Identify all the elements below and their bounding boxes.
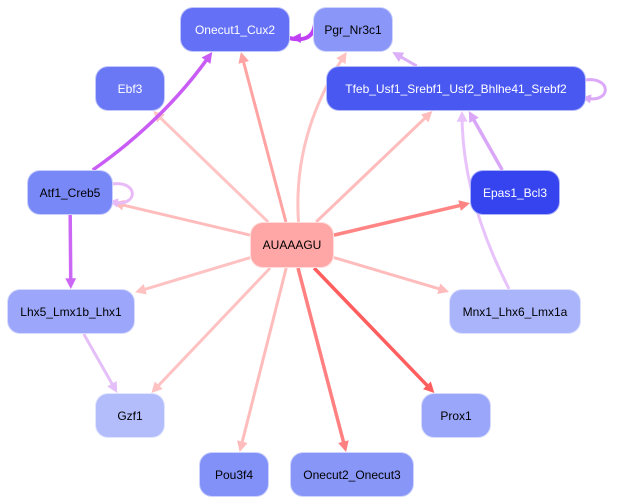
node-atf1-creb5[interactable]: Atf1_Creb5	[27, 170, 113, 215]
arrowhead	[135, 283, 147, 295]
edge-tfeb-usf1-srebf1-usf2-bhlhe41-srebf2-to-tfeb-usf1-srebf1-usf2-bhlhe41-srebf2	[581, 78, 607, 104]
arrowhead	[291, 33, 301, 43]
edge-line	[312, 266, 430, 388]
node-label: Pou3f4	[214, 467, 254, 482]
edge-auaaagu-to-onecut2-onecut3	[296, 267, 349, 452]
edge-line	[399, 55, 418, 68]
edge-auaaagu-to-ebf3	[153, 111, 270, 224]
node-label: Pgr_Nr3c1	[324, 22, 382, 37]
arrowhead	[468, 111, 479, 123]
arrowhead	[423, 381, 435, 393]
node-gzf1[interactable]: Gzf1	[95, 393, 165, 438]
edge-line	[143, 256, 251, 292]
node-onecut1-cux2[interactable]: Onecut1_Cux2	[180, 7, 290, 52]
edge-line	[471, 117, 504, 171]
edge-tfeb-usf1-srebf1-usf2-bhlhe41-srebf2-to-pgr-nr3c1	[392, 52, 418, 68]
edge-line	[91, 58, 209, 172]
arrowhead	[392, 52, 405, 63]
arrowhead	[336, 52, 347, 64]
arrowhead	[151, 381, 163, 393]
arrowhead	[107, 381, 118, 393]
edge-line	[296, 267, 346, 444]
edge-epas1-bcl3-to-tfeb-usf1-srebf1-usf2-bhlhe41-srebf2	[468, 111, 504, 171]
edge-auaaagu-to-atf1-creb5	[113, 199, 251, 237]
arrowhead	[201, 52, 213, 64]
arrowhead	[437, 283, 449, 294]
node-label: Ebf3	[117, 81, 143, 96]
node-auaaagu[interactable]: AUAAAGU	[250, 222, 334, 268]
node-label: Atf1_Creb5	[39, 185, 101, 200]
arrowhead	[65, 278, 77, 289]
node-prox1[interactable]: Prox1	[421, 393, 491, 438]
node-label: Tfeb_Usf1_Srebf1_Usf2_Bhlhe41_Srebf2	[345, 81, 567, 96]
node-label: Onecut2_Onecut3	[303, 467, 401, 482]
edge-line	[240, 267, 288, 444]
edge-auaaagu-to-tfeb-usf1-srebf1-usf2-bhlhe41-srebf2	[315, 111, 433, 224]
edge-line	[333, 256, 441, 291]
arrowhead	[238, 52, 249, 64]
edge-atf1-creb5-to-onecut1-cux2	[91, 52, 213, 172]
edge-atf1-creb5-to-lhx5-lmx1b-lhx1	[65, 214, 77, 289]
node-pou3f4[interactable]: Pou3f4	[199, 452, 269, 497]
edge-auaaagu-to-gzf1	[151, 266, 272, 393]
edge-auaaagu-to-mnx1-lhx6-lmx1a	[333, 256, 449, 294]
edge-auaaagu-to-lhx5-lmx1b-lhx1	[135, 256, 251, 295]
edge-auaaagu-to-epas1-bcl3	[333, 200, 470, 237]
arrowhead	[237, 440, 248, 452]
edge-line	[68, 214, 73, 281]
edge-atf1-creb5-to-atf1-creb5	[108, 182, 134, 208]
node-label: AUAAAGU	[262, 238, 322, 252]
node-label: Mnx1_Lhx6_Lmx1a	[462, 304, 568, 319]
edge-line	[241, 60, 288, 223]
node-label: Epas1_Bcl3	[482, 185, 548, 200]
arrowhead	[420, 111, 433, 123]
edges-layer	[65, 23, 607, 452]
edge-auaaagu-to-pou3f4	[237, 267, 288, 452]
node-ebf3[interactable]: Ebf3	[95, 66, 165, 111]
arrowhead	[582, 94, 592, 104]
node-epas1-bcl3[interactable]: Epas1_Bcl3	[470, 170, 560, 215]
node-label: Prox1	[440, 408, 472, 423]
edge-line	[156, 266, 272, 388]
node-label: Lhx5_Lmx1b_Lhx1	[20, 304, 122, 319]
node-onecut2-onecut3[interactable]: Onecut2_Onecut3	[290, 452, 414, 497]
edge-line	[82, 333, 115, 386]
edge-auaaagu-to-onecut1-cux2	[238, 52, 288, 223]
edge-line	[121, 203, 251, 237]
node-label: Gzf1	[117, 408, 143, 423]
edge-auaaagu-to-prox1	[312, 266, 435, 393]
edge-line	[315, 116, 427, 224]
edge-line	[158, 116, 270, 224]
node-mnx1-lhx6-lmx1a[interactable]: Mnx1_Lhx6_Lmx1a	[449, 289, 581, 334]
node-tfeb-usf1-srebf1-usf2-bhlhe41-srebf2[interactable]: Tfeb_Usf1_Srebf1_Usf2_Bhlhe41_Srebf2	[326, 66, 586, 111]
node-lhx5-lmx1b-lhx1[interactable]: Lhx5_Lmx1b_Lhx1	[7, 289, 135, 334]
node-pgr-nr3c1[interactable]: Pgr_Nr3c1	[313, 7, 393, 52]
arrowhead	[109, 198, 119, 208]
edge-line	[333, 203, 462, 237]
arrowhead	[458, 200, 470, 211]
node-label: Onecut1_Cux2	[194, 22, 276, 37]
edge-lhx5-lmx1b-lhx1-to-gzf1	[82, 333, 118, 393]
arrowhead	[338, 440, 349, 452]
arrowhead	[456, 111, 468, 122]
edge-pgr-nr3c1-to-onecut1-cux2	[288, 23, 317, 43]
